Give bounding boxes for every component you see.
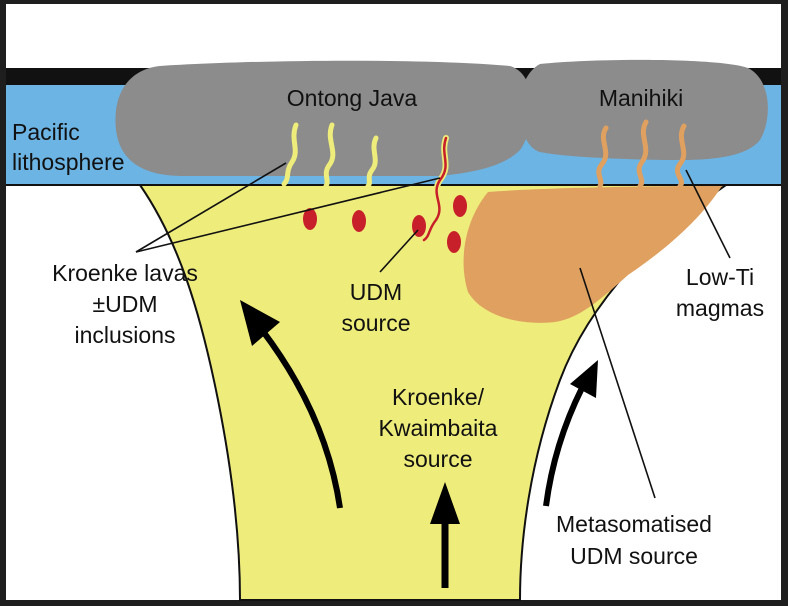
kroenke-kwaimbaita-label-line3: source	[403, 446, 472, 472]
kroenke-kwaimbaita-label-line1: Kroenke/	[392, 384, 485, 410]
kroenke-lavas-label-line1: Kroenke lavas	[52, 260, 198, 286]
low-ti-magmas-label-line2: magmas	[676, 295, 764, 321]
right-flow-arrow-shaft	[543, 386, 585, 507]
manihiki-plateau	[519, 59, 768, 160]
udm-conduit	[422, 136, 448, 242]
kroenke-kwaimbaita-label-line2: Kwaimbaita	[379, 415, 498, 441]
leader-lines	[135, 162, 731, 499]
kroenke-lava-conduits	[281, 122, 379, 189]
low-ti-conduit-1	[596, 125, 609, 189]
low-ti-conduit-2	[636, 119, 649, 189]
udm-source-label-line2: source	[341, 310, 410, 336]
ontong-java-plateau	[115, 60, 532, 176]
manihiki-label: Manihiki	[599, 85, 683, 111]
flow-arrows	[240, 300, 598, 588]
pacific-lithosphere-label-line2: lithosphere	[12, 149, 125, 175]
low-ti-magmas-label-line1: Low-Ti	[686, 264, 754, 290]
lava-conduit-3	[365, 135, 379, 189]
metasomatised-udm-label-line2: UDM source	[570, 543, 698, 569]
lava-conduit-1	[281, 122, 299, 187]
udm-blob-2	[352, 210, 366, 232]
udm-blob-4	[453, 195, 467, 217]
low-ti-conduit-3	[674, 123, 687, 189]
kroenke-lavas-label-line3: inclusions	[75, 322, 176, 348]
ontong-java-label: Ontong Java	[287, 85, 418, 111]
metasomatised-udm-region	[463, 186, 722, 323]
left-flow-arrow-head	[240, 300, 280, 346]
kroenke-leader-2	[135, 177, 441, 253]
metasomatised-leader	[579, 267, 656, 499]
right-flow-arrow-head	[570, 360, 598, 398]
kroenke-leader-1	[135, 162, 287, 253]
left-flow-arrow-shaft	[259, 328, 343, 509]
lava-conduit-2	[323, 122, 336, 189]
pacific-lithosphere-label-line1: Pacific	[12, 119, 80, 145]
metasomatised-udm-label-line1: Metasomatised	[556, 511, 712, 537]
central-flow-arrow-head	[430, 482, 460, 524]
udm-source-label-line1: UDM	[350, 279, 402, 305]
udm-blob-1	[303, 208, 317, 230]
udm-blob-5	[447, 231, 461, 253]
low-ti-magma-conduits	[596, 119, 687, 189]
udm-blob-3	[412, 215, 426, 237]
udm-blobs	[303, 195, 467, 253]
low-ti-leader	[685, 169, 731, 259]
udm-leader	[379, 229, 419, 273]
kroenke-lavas-label-line2: ±UDM	[92, 291, 157, 317]
